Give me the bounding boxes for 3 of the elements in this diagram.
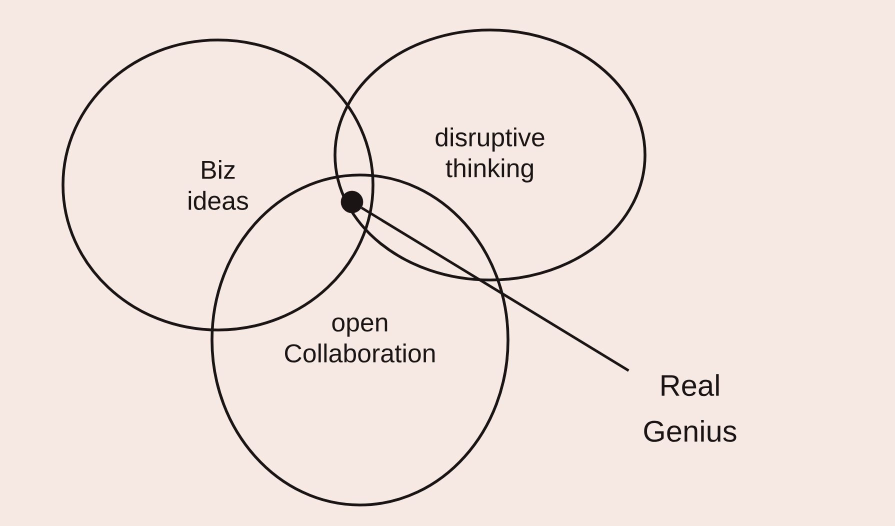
annotation-text: Real Genius bbox=[644, 374, 736, 442]
leader-line bbox=[360, 206, 630, 372]
intersection-mark bbox=[340, 190, 364, 214]
